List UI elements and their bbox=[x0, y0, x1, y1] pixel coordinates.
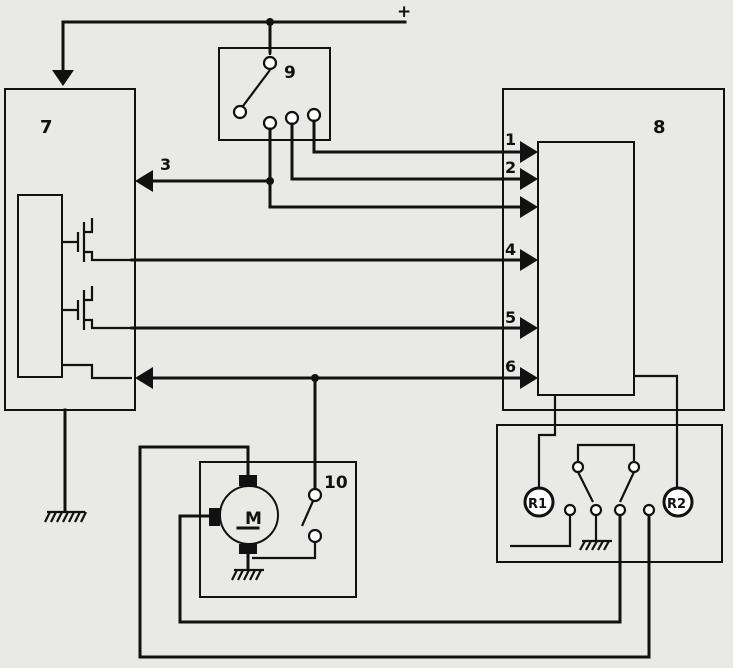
line-6-left-arrow bbox=[135, 367, 153, 389]
line-2 bbox=[290, 122, 522, 181]
block-7-label: 7 bbox=[40, 117, 53, 138]
motor-ground-icon bbox=[231, 568, 264, 581]
block-10-label: 10 bbox=[324, 473, 348, 493]
transistor-2 bbox=[62, 286, 132, 330]
relay-left-lead bbox=[510, 515, 572, 548]
motor-inner-loop bbox=[178, 508, 622, 624]
relay-contact-left bbox=[577, 471, 594, 503]
line-4-label: 4 bbox=[505, 240, 516, 259]
line-2-label: 2 bbox=[505, 158, 516, 177]
motor-brush-top bbox=[239, 475, 257, 486]
block-10-outline bbox=[199, 461, 357, 598]
line-4-arrow bbox=[520, 249, 538, 271]
motor-label: M bbox=[245, 509, 262, 529]
resistor-r1 bbox=[523, 486, 555, 518]
relay-box-outline bbox=[496, 424, 723, 563]
line-3-trunk bbox=[268, 127, 522, 209]
line-3-input-arrow bbox=[520, 196, 538, 218]
r2-lead bbox=[634, 374, 679, 487]
r1-label: R1 bbox=[528, 497, 547, 512]
r2-label: R2 bbox=[667, 497, 686, 512]
line-3-arrow bbox=[135, 170, 153, 192]
supply-arrow bbox=[52, 70, 74, 86]
block-9-label: 9 bbox=[284, 63, 296, 83]
block-8-outline bbox=[502, 88, 725, 411]
line-2-arrow bbox=[520, 168, 538, 190]
block-7-line-6-tap bbox=[62, 363, 132, 380]
line-1-label: 1 bbox=[505, 130, 516, 149]
relay-bridge bbox=[576, 443, 636, 462]
line-5-label: 5 bbox=[505, 308, 516, 327]
block-7-inner-module bbox=[17, 194, 63, 378]
block-8-label: 8 bbox=[653, 117, 666, 138]
block-8 bbox=[502, 88, 725, 411]
motor-outer-loop bbox=[138, 445, 651, 659]
relay-contact-right bbox=[619, 471, 635, 503]
supply-plus-label: + bbox=[397, 2, 411, 22]
block-7-outline bbox=[4, 88, 136, 411]
line-1 bbox=[312, 119, 522, 154]
block-7 bbox=[4, 88, 136, 523]
switch-lever bbox=[233, 48, 272, 114]
limit-switch-contact bbox=[300, 500, 315, 527]
relay-box bbox=[496, 374, 723, 563]
block-10 bbox=[199, 376, 357, 598]
r1-lead bbox=[537, 395, 557, 487]
line-1-arrow bbox=[520, 141, 538, 163]
block-9-outline bbox=[218, 47, 331, 141]
line-3-label: 3 bbox=[160, 155, 171, 174]
line-6-label: 6 bbox=[505, 357, 516, 376]
limit-switch-return bbox=[252, 542, 317, 560]
resistor-r2 bbox=[662, 486, 694, 518]
line-6-right-arrow bbox=[520, 367, 538, 389]
motor-brush-bottom bbox=[239, 544, 257, 554]
transistor-1 bbox=[62, 218, 132, 262]
ground-icon bbox=[44, 510, 87, 523]
motor-brush-left bbox=[209, 508, 220, 526]
supply-line bbox=[52, 18, 407, 86]
block-8-inner-module bbox=[537, 141, 635, 396]
line-5-arrow bbox=[520, 317, 538, 339]
relay-ground-icon bbox=[579, 539, 612, 551]
